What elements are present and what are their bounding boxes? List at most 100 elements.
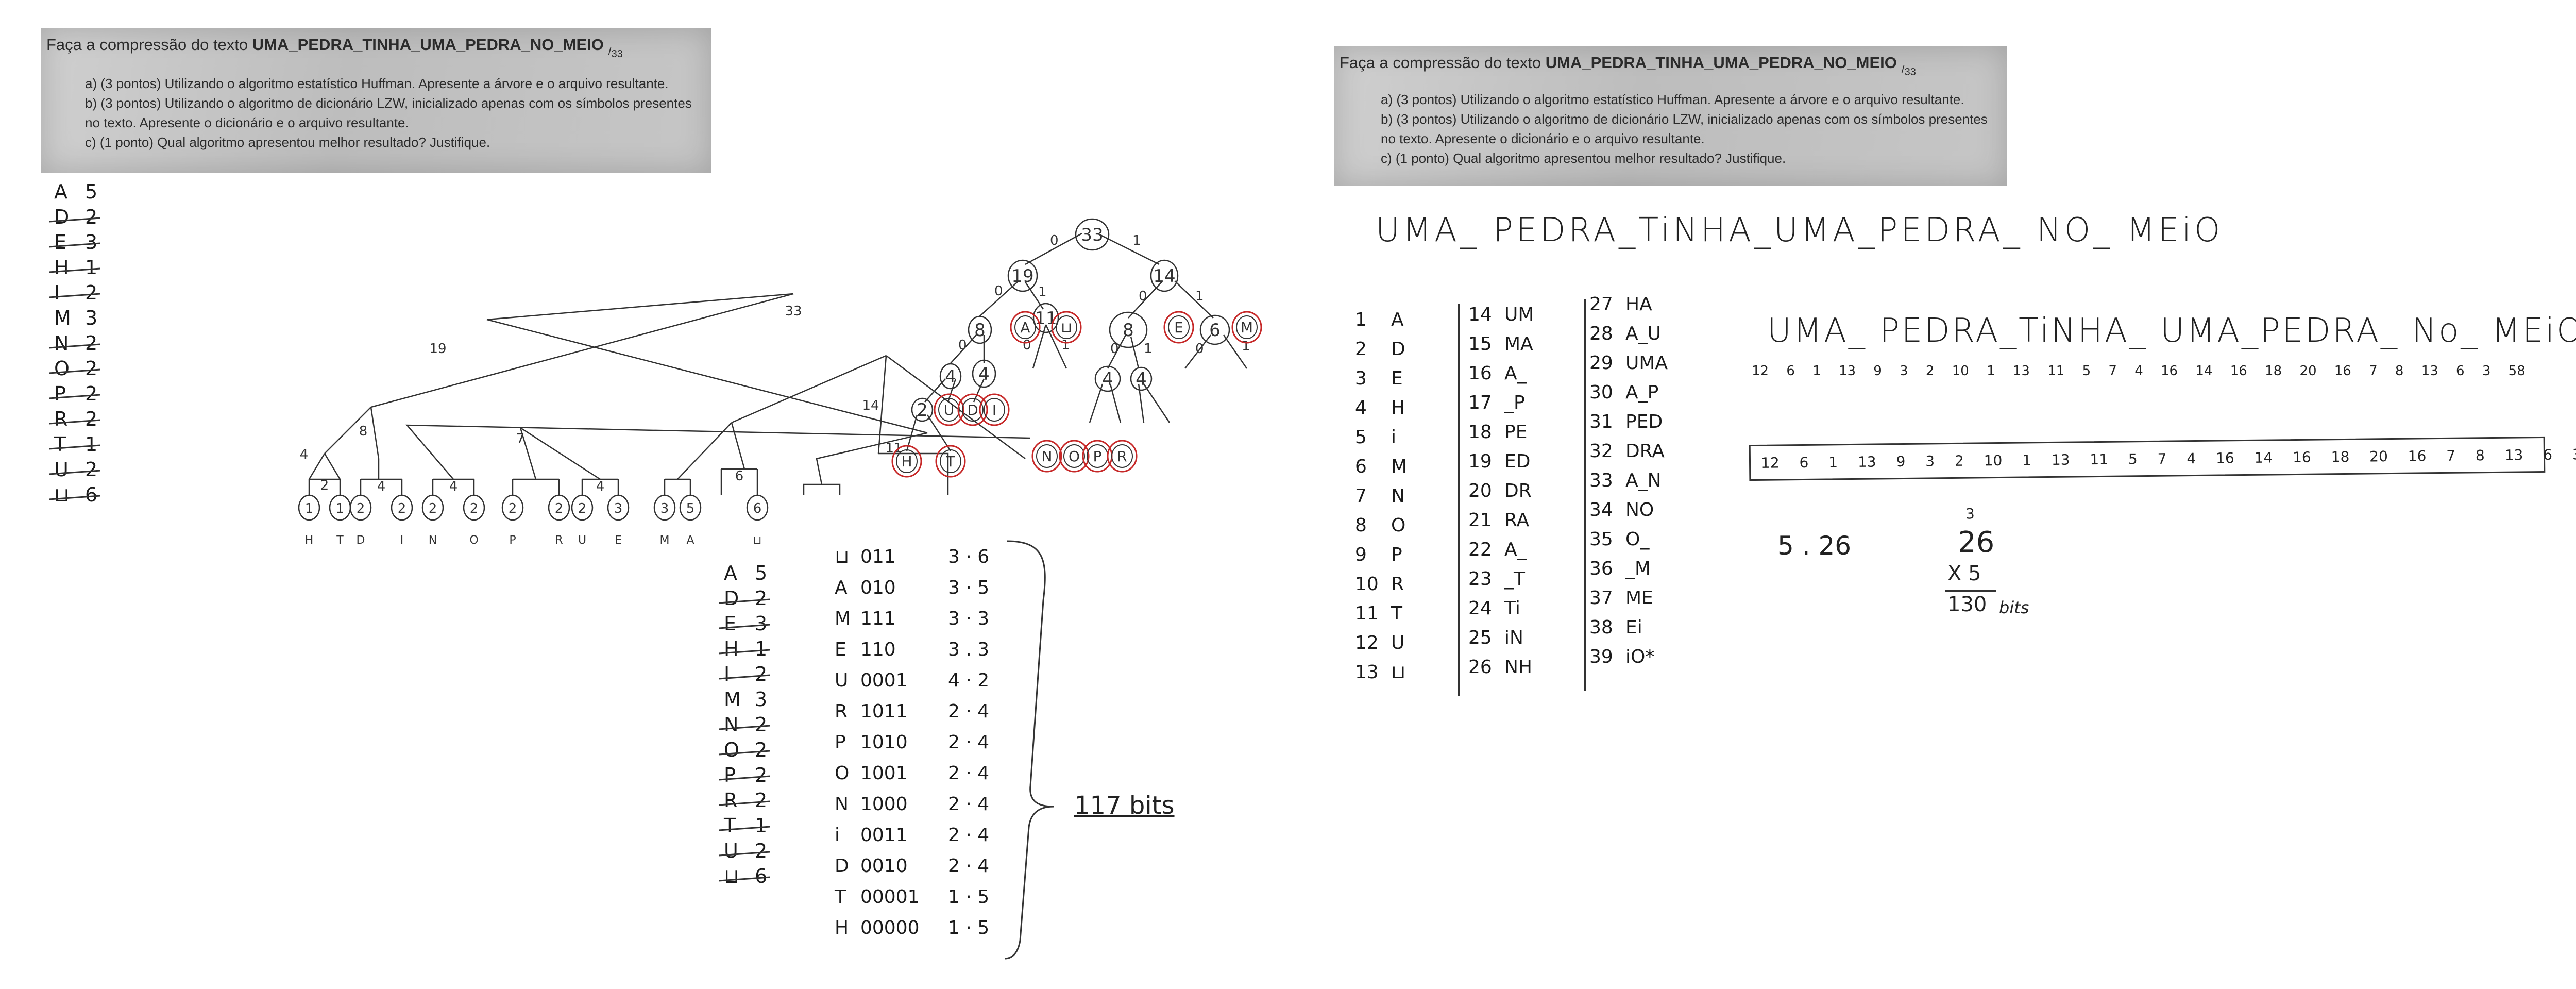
red-leaf-symbol: D [967, 401, 978, 418]
dict-value: HA [1625, 294, 1652, 315]
freq-count: 6 [85, 483, 98, 506]
edge-label: 0 [1110, 341, 1119, 357]
freq-symbol: D [724, 587, 739, 610]
red-leaf-symbol: N [1042, 448, 1053, 465]
dict-index: 39 [1589, 646, 1613, 667]
freq-symbol: T [54, 433, 66, 456]
pencil-leaf-weight: 3 [660, 501, 669, 516]
freq-count: 3 [85, 231, 98, 254]
red-leaf-circle [957, 393, 988, 426]
red-leaf-symbol: H [901, 453, 912, 470]
lzw-output-box: 12 6 1 13 9 3 2 10 1 13 11 5 7 4 16 14 1… [1749, 436, 2576, 481]
code-calc: 1 · 5 [948, 917, 990, 938]
red-leaf-symbol: M [1241, 319, 1253, 336]
dict-index: 38 [1589, 617, 1613, 638]
code-code: 010 [860, 577, 896, 598]
red-leaf-circle [1031, 440, 1062, 473]
freq-row: ⊔6 [49, 483, 106, 509]
red-leaf-symbol: P [1093, 448, 1102, 465]
dict-index: 9 [1355, 544, 1367, 565]
dict-value: Ei [1625, 617, 1642, 638]
dict-divider-2 [1584, 299, 1586, 691]
pencil-inner-e: 6 [735, 468, 744, 484]
problem-photo-right: Faça a compressão do texto UMA_PEDRA_TIN… [1334, 46, 2007, 186]
red-leaf-circle [1051, 311, 1082, 344]
problem-title-text: UMA_PEDRA_TINHA_UMA_PEDRA_NO_MEIO [1545, 54, 1897, 72]
freq-count: 5 [85, 180, 98, 203]
pencil-inner-a: 2 [320, 478, 329, 493]
dict-value: PED [1625, 411, 1663, 432]
red-leaf-circle [1010, 311, 1041, 344]
leaf-inner-circle [1236, 315, 1258, 339]
code-sym: E [835, 639, 846, 660]
red-leaf-circle [1107, 440, 1138, 473]
dict-value: _T [1504, 568, 1525, 590]
dict-value: RA [1504, 510, 1530, 531]
red-leaf-symbol: I [992, 401, 996, 418]
dict-entry: 13⊔ [1355, 662, 1443, 691]
freq-count: 3 [755, 612, 768, 635]
huff-node-4a: 4 [945, 366, 956, 387]
freq-count: 5 [755, 562, 768, 584]
freq-symbol: H [54, 256, 69, 279]
red-leaf-symbol: ⊔ [1061, 319, 1072, 336]
freq-symbol: I [724, 663, 730, 685]
edge-label: 1 [1132, 233, 1141, 248]
freq-symbol: E [54, 231, 67, 254]
leaf-inner-circle [1168, 315, 1190, 339]
pencil-huffman-tree: 33 19 14 8 4 7 2 4 4 4 6 11 1H1T2D2I2N2O… [298, 293, 1031, 547]
pencil-leaf-symbol: P [509, 534, 516, 547]
dict-index: 27 [1589, 294, 1613, 315]
freq-symbol: T [724, 814, 736, 837]
pencil-leaf-weight: 2 [429, 501, 437, 516]
problem-item-c: c) (1 ponto) Qual algoritmo apresentou m… [85, 135, 490, 150]
edge-label: 0 [1195, 341, 1204, 357]
pencil-inner-c: 4 [449, 479, 458, 494]
code-code: 011 [860, 546, 896, 567]
edge-label: 0 [994, 283, 1003, 299]
code-calc: 2 · 4 [948, 763, 990, 784]
pencil-node-14: 14 [862, 398, 879, 413]
red-leaf-symbol: T [945, 453, 955, 470]
dict-index: 24 [1468, 598, 1492, 619]
dict-index: 30 [1589, 382, 1613, 403]
code-calc: 3 · 5 [948, 577, 990, 598]
freq-symbol: U [54, 458, 69, 481]
pencil-leaf-symbol: U [578, 534, 586, 547]
problem-item-b: b) (3 pontos) Utilizando o algoritmo de … [85, 95, 692, 111]
dict-value: MA [1504, 333, 1533, 355]
dict-value: _P [1504, 392, 1525, 413]
pencil-leaf-symbol: D [357, 534, 365, 547]
code-sym: D [835, 856, 849, 877]
code-code: 0010 [860, 856, 908, 877]
huff-node-14: 14 [1153, 266, 1175, 287]
pencil-inner-b: 4 [377, 479, 386, 494]
dict-value: A_ [1504, 363, 1527, 384]
dict-index: 18 [1468, 422, 1492, 443]
dict-value: UM [1504, 304, 1534, 325]
